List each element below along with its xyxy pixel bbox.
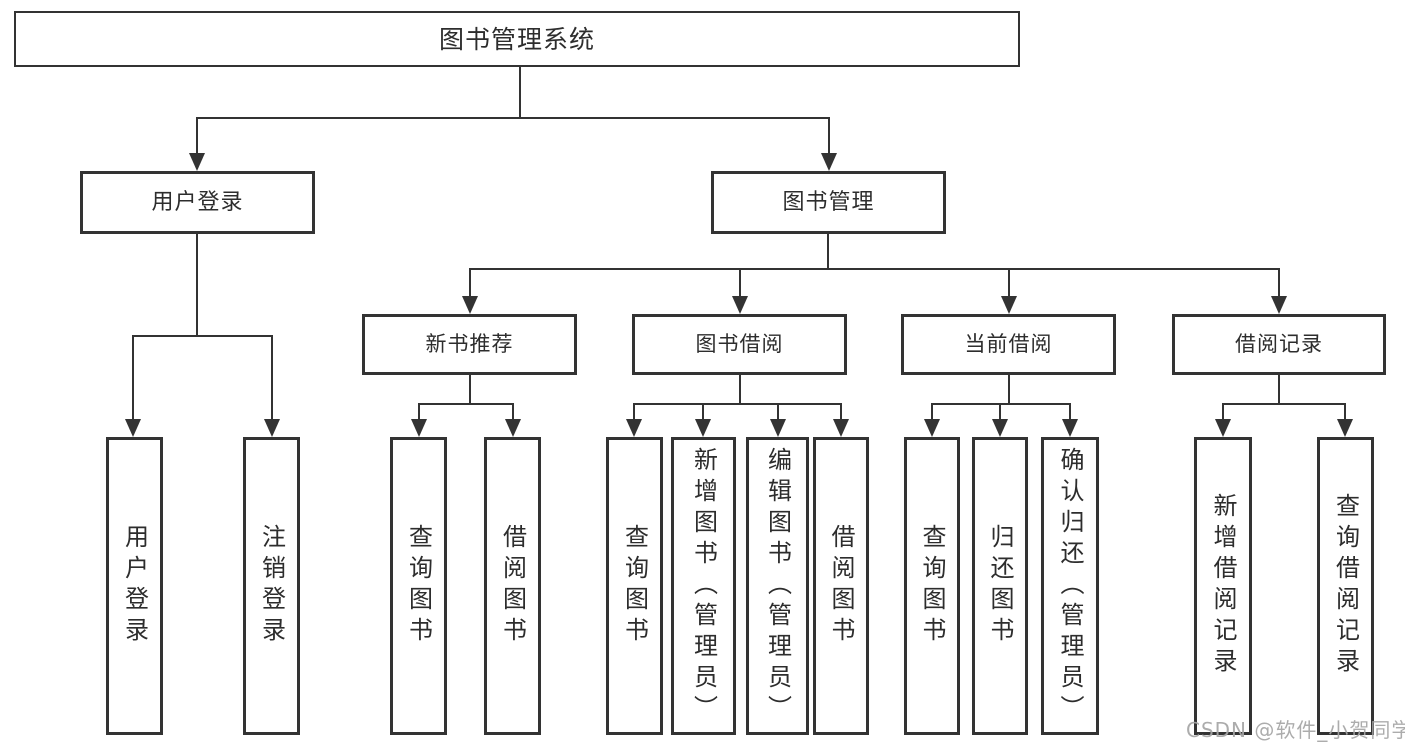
node-label: 图书借阅	[695, 332, 784, 356]
connector-drop	[195, 118, 199, 155]
connector-bar	[1221, 402, 1347, 406]
connector-stem	[826, 234, 830, 271]
node-label: 借阅记录	[1235, 332, 1323, 356]
connector-drop	[131, 336, 135, 421]
connector-bar	[632, 402, 843, 406]
leaf-user-login: 用户登录	[106, 437, 163, 735]
leaf-borrow-books-recommend: 借阅图书	[484, 437, 541, 735]
leaf-query-borrow-record: 查询借阅记录	[1317, 437, 1374, 735]
arrowhead-down-icon	[770, 419, 786, 437]
connector-drop	[738, 269, 742, 298]
csdn-watermark: CSDN @软件_小贺同学	[1186, 718, 1405, 742]
connector-drop	[701, 404, 705, 421]
arrowhead-down-icon	[462, 296, 478, 314]
arrowhead-down-icon	[411, 419, 427, 437]
node-label: 查询图书	[620, 524, 649, 648]
connector-bar	[195, 116, 831, 120]
node-label: 新增借阅记录	[1209, 493, 1237, 679]
connector-drop	[1277, 269, 1281, 298]
node-label: 图书管理	[782, 189, 875, 215]
arrowhead-down-icon	[189, 153, 205, 171]
node-label: 新增图书（管理员）	[689, 446, 718, 726]
connector-drop	[1068, 404, 1072, 421]
connector-bar	[468, 267, 1281, 271]
connector-stem	[518, 67, 522, 120]
leaf-edit-book-admin: 编辑图书（管理员）	[746, 437, 809, 735]
connector-drop	[1221, 404, 1225, 421]
connector-drop	[998, 404, 1002, 421]
arrowhead-down-icon	[992, 419, 1008, 437]
node-user-login: 用户登录	[80, 171, 315, 234]
node-label: 借阅图书	[827, 524, 855, 648]
connector-drop	[827, 118, 831, 155]
arrowhead-down-icon	[1001, 296, 1017, 314]
connector-stem	[195, 234, 199, 338]
connector-drop	[511, 404, 515, 421]
connector-drop	[839, 404, 843, 421]
arrowhead-down-icon	[125, 419, 141, 437]
connector-bar	[131, 334, 274, 338]
node-borrowing-records: 借阅记录	[1172, 314, 1386, 375]
connector-drop	[270, 336, 274, 421]
node-new-book-recommendation: 新书推荐	[362, 314, 577, 375]
node-label: 确认归还（管理员）	[1056, 446, 1084, 726]
node-book-borrowing: 图书借阅	[632, 314, 847, 375]
arrowhead-down-icon	[505, 419, 521, 437]
node-label: 图书管理系统	[438, 24, 595, 54]
node-label: 用户登录	[151, 189, 244, 215]
node-label: 借阅图书	[498, 524, 527, 648]
arrowhead-down-icon	[732, 296, 748, 314]
arrowhead-down-icon	[821, 153, 837, 171]
leaf-add-book-admin: 新增图书（管理员）	[671, 437, 736, 735]
connector-drop	[417, 404, 421, 421]
connector-drop	[632, 404, 636, 421]
node-label: 查询图书	[404, 524, 433, 648]
connector-stem	[468, 375, 472, 406]
node-label: 查询借阅记录	[1331, 493, 1360, 679]
leaf-query-books-current: 查询图书	[904, 437, 960, 735]
connector-drop	[776, 404, 780, 421]
leaf-confirm-return-admin: 确认归还（管理员）	[1041, 437, 1099, 735]
connector-stem	[738, 375, 742, 406]
node-label: 新书推荐	[425, 332, 514, 356]
connector-bar	[417, 402, 515, 406]
arrowhead-down-icon	[1215, 419, 1231, 437]
arrowhead-down-icon	[924, 419, 940, 437]
node-label: 编辑图书（管理员）	[763, 446, 792, 726]
leaf-borrow-books: 借阅图书	[813, 437, 869, 735]
node-current-borrowing: 当前借阅	[901, 314, 1116, 375]
connector-stem	[1277, 375, 1281, 406]
arrowhead-down-icon	[264, 419, 280, 437]
node-library-management-system: 图书管理系统	[14, 11, 1020, 67]
arrowhead-down-icon	[1337, 419, 1353, 437]
leaf-return-book: 归还图书	[972, 437, 1028, 735]
node-label: 归还图书	[986, 524, 1014, 648]
node-label: 用户登录	[120, 524, 149, 648]
connector-drop	[1343, 404, 1347, 421]
leaf-logout: 注销登录	[243, 437, 300, 735]
arrowhead-down-icon	[695, 419, 711, 437]
leaf-query-books-borrow: 查询图书	[606, 437, 663, 735]
connector-drop	[468, 269, 472, 298]
node-label: 当前借阅	[964, 332, 1053, 356]
arrowhead-down-icon	[1062, 419, 1078, 437]
arrowhead-down-icon	[1271, 296, 1287, 314]
arrowhead-down-icon	[833, 419, 849, 437]
node-label: 查询图书	[918, 524, 946, 648]
connector-drop	[1007, 269, 1011, 298]
node-label: 注销登录	[257, 524, 286, 648]
arrowhead-down-icon	[626, 419, 642, 437]
node-book-management: 图书管理	[711, 171, 946, 234]
leaf-query-books-recommend: 查询图书	[390, 437, 447, 735]
connector-drop	[930, 404, 934, 421]
connector-stem	[1007, 375, 1011, 406]
leaf-add-borrow-record: 新增借阅记录	[1194, 437, 1252, 735]
